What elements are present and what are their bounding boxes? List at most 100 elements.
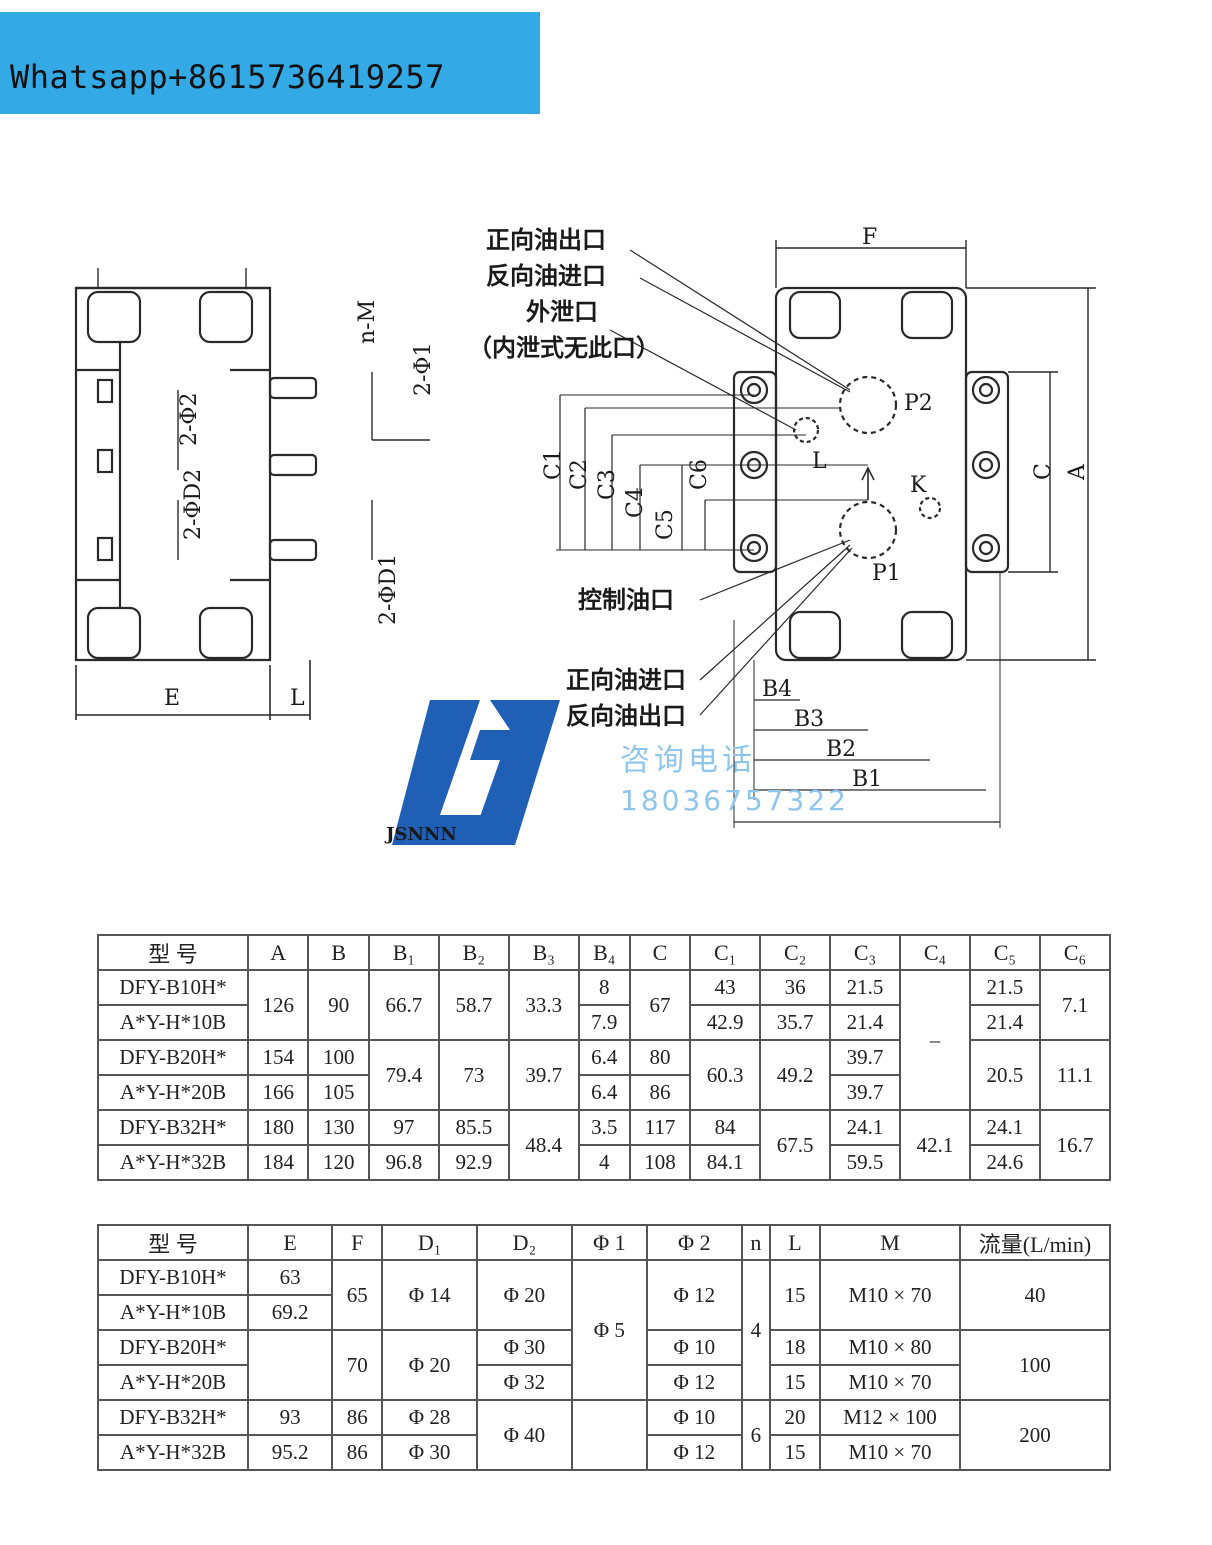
dim-E: E: [164, 686, 180, 711]
cell-C3: 21.5: [829, 969, 902, 1006]
cell-B1: 79.4: [367, 1039, 440, 1111]
cell-C3: 21.4: [829, 1004, 902, 1041]
label-forward-oil-outlet: 正向油出口: [486, 226, 606, 254]
port-P2: P2: [904, 391, 933, 416]
header-cell: B: [307, 934, 370, 971]
cell-phi1: [570, 1399, 648, 1471]
contact-banner: Whatsapp+8615736419257: [0, 12, 540, 114]
watermark-phone-number: 18036757322: [620, 784, 849, 817]
cell-E: 95.2: [246, 1434, 334, 1471]
cell-M: M10 × 70: [819, 1364, 961, 1401]
port-K: K: [910, 473, 927, 498]
cell-M: M10 × 70: [819, 1434, 961, 1471]
cell-flow: 40: [959, 1259, 1111, 1331]
dim-L: L: [290, 686, 305, 711]
cell-phi2: Φ 12: [645, 1259, 743, 1331]
model-cell: DFY-B20H*: [97, 1329, 249, 1366]
cell-C5: 21.4: [968, 1004, 1041, 1041]
label-reverse-oil-outlet: 反向油出口: [566, 702, 686, 730]
table-header-row: 型 号 A B B₁ B₂ B₃ B₄ C C₁ C₂ C₃ C₄ C₅ C₆: [97, 934, 1112, 971]
header-cell: C: [628, 934, 692, 971]
cell-B1: 97: [367, 1109, 440, 1146]
cell-E: 93: [246, 1399, 334, 1436]
cell-phi2: Φ 12: [645, 1364, 743, 1401]
cell-n: 4: [740, 1259, 771, 1401]
cell-L: 20: [768, 1399, 822, 1436]
cell-C2: 36: [759, 969, 832, 1006]
model-cell: A*Y-H*20B: [97, 1074, 249, 1111]
cell-C5: 20.5: [968, 1039, 1041, 1111]
header-cell: C₅: [968, 934, 1041, 971]
cell-B3: 33.3: [507, 969, 580, 1041]
cell-B4: 3.5: [577, 1109, 631, 1146]
cell-E: 69.2: [246, 1294, 334, 1331]
cell-C5: 24.6: [968, 1144, 1041, 1181]
cell-L: 15: [768, 1434, 822, 1471]
cell-B: 120: [307, 1144, 370, 1181]
header-cell: F: [331, 1224, 384, 1261]
header-cell: 型 号: [97, 1224, 249, 1261]
cell-B: 90: [307, 969, 370, 1041]
cell-phi2: Φ 12: [645, 1434, 743, 1471]
cell-L: 18: [768, 1329, 822, 1366]
header-cell: M: [819, 1224, 961, 1261]
header-cell: Φ 2: [645, 1224, 743, 1261]
dim-B2: B2: [826, 737, 856, 762]
dim-C6: C6: [687, 459, 712, 490]
cell-D1: Φ 14: [381, 1259, 478, 1331]
cell-D2: Φ 40: [475, 1399, 573, 1471]
header-cell: B₂: [437, 934, 510, 971]
cell-C5: 24.1: [968, 1109, 1041, 1146]
model-cell: DFY-B32H*: [97, 1399, 249, 1436]
table-row: DFY-B10H* 126 90 66.7 58.7 33.3 8 67 43 …: [97, 969, 1112, 1111]
cell-B1: 66.7: [367, 969, 440, 1041]
model-cell: A*Y-H*10B: [97, 1294, 249, 1331]
cell-C4: 42.1: [899, 1109, 971, 1181]
dimension-table-2: 型 号 E F D₁ D₂ Φ 1 Φ 2 n L M 流量(L/min) DF…: [97, 1224, 1111, 1471]
cell-B3: 48.4: [507, 1109, 580, 1181]
header-cell: Φ 1: [570, 1224, 648, 1261]
cell-F: 86: [331, 1399, 384, 1436]
header-cell: C₄: [899, 934, 971, 971]
cell-C1: 42.9: [689, 1004, 762, 1041]
cell-E: 63: [246, 1259, 334, 1296]
dim-2-phi1: 2-Φ1: [411, 343, 436, 396]
cell-C3: 39.7: [829, 1074, 902, 1111]
cell-B2: 58.7: [437, 969, 510, 1041]
cell-C: 108: [628, 1144, 692, 1181]
header-cell: E: [246, 1224, 334, 1261]
cell-B4: 6.4: [577, 1074, 631, 1111]
cell-D2: Φ 20: [475, 1259, 573, 1331]
dim-C2: C2: [567, 459, 592, 490]
cell-D2: Φ 30: [475, 1329, 573, 1366]
whatsapp-contact-text: Whatsapp+8615736419257: [10, 58, 445, 96]
cell-A: 166: [246, 1074, 310, 1111]
table-row: DFY-B10H* 63 65 Φ 14 Φ 20 Φ 5 Φ 12 4 15 …: [97, 1259, 1111, 1401]
cell-L: 15: [768, 1364, 822, 1401]
cell-n: 6: [740, 1399, 771, 1471]
cell-C2: 67.5: [759, 1109, 832, 1181]
cell-B2: 92.9: [437, 1144, 510, 1181]
valve-dimension-drawing: 正向油出口 反向油进口 外泄口 （内泄式无此口） 控制油口 正向油进口 反向油出…: [74, 225, 1096, 845]
model-cell: A*Y-H*32B: [97, 1144, 249, 1181]
cell-flow: 100: [959, 1329, 1111, 1401]
cell-F: 65: [331, 1259, 384, 1331]
cell-phi1: Φ 5: [570, 1259, 648, 1401]
header-cell: C₃: [829, 934, 902, 971]
header-cell: C₂: [759, 934, 832, 971]
header-cell: n: [740, 1224, 771, 1261]
cell-C1: 84.1: [689, 1144, 762, 1181]
model-cell: A*Y-H*32B: [97, 1434, 249, 1471]
table-row: A*Y-H*20B 166 105 6.4 86 39.7: [97, 1074, 1110, 1111]
cell-flow: 200: [959, 1399, 1111, 1471]
cell-C6: 11.1: [1038, 1039, 1112, 1111]
cell-L: 15: [768, 1259, 822, 1331]
header-cell: 流量(L/min): [959, 1224, 1111, 1261]
label-control-oil-port: 控制油口: [578, 586, 674, 614]
dimension-table-1: 型 号 A B B₁ B₂ B₃ B₄ C C₁ C₂ C₃ C₄ C₅ C₆ …: [97, 934, 1112, 1181]
table-row: DFY-B32H* 180 130 97 85.5 48.4 3.5 117 8…: [97, 1109, 1112, 1181]
cell-D1: Φ 28: [381, 1399, 478, 1436]
header-cell: D₁: [381, 1224, 478, 1261]
header-cell: C₁: [689, 934, 762, 971]
dim-C5: C5: [653, 509, 678, 540]
